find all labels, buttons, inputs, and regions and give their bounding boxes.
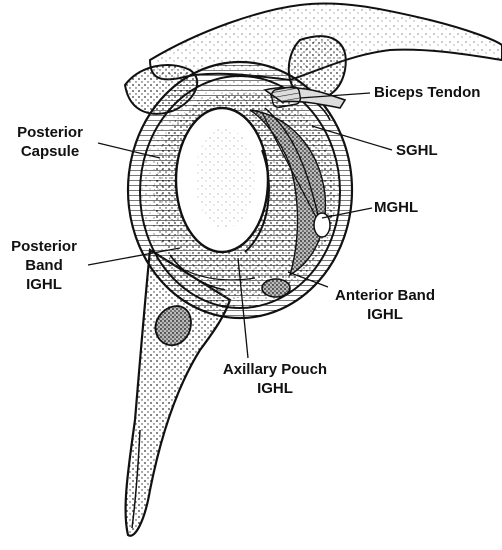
ighl-bands bbox=[169, 212, 331, 298]
label-anterior-band: Anterior Band IGHL bbox=[322, 286, 448, 324]
label-mghl-line1: MGHL bbox=[374, 199, 419, 216]
label-sghl-line1: SGHL bbox=[396, 142, 438, 159]
label-anterior-band-line1: Anterior Band bbox=[334, 287, 435, 304]
label-axillary-pouch-line2: IGHL bbox=[257, 380, 293, 397]
label-posterior-band-line2: Band bbox=[25, 257, 63, 274]
leader-sghl bbox=[311, 125, 393, 151]
label-sghl: SGHL bbox=[396, 141, 438, 160]
glenoid-surface bbox=[174, 106, 270, 254]
scapula-neck bbox=[124, 248, 232, 537]
label-posterior-capsule-line2: Capsule bbox=[20, 143, 80, 160]
label-posterior-band-line1: Posterior bbox=[11, 238, 77, 255]
label-axillary-pouch-line1: Axillary Pouch bbox=[222, 361, 328, 378]
label-posterior-band: Posterior Band IGHL bbox=[2, 237, 86, 294]
leader-mghl bbox=[321, 207, 373, 219]
acromion bbox=[123, 2, 502, 115]
leader-axillary-pouch bbox=[237, 257, 249, 359]
leader-anterior-band bbox=[287, 271, 329, 288]
label-biceps-tendon-line1: Biceps Tendon bbox=[374, 84, 481, 101]
label-mghl: MGHL bbox=[374, 198, 418, 217]
label-biceps-tendon: Biceps Tendon bbox=[374, 83, 480, 102]
label-posterior-capsule: Posterior Capsule bbox=[4, 123, 96, 161]
label-anterior-band-line2: IGHL bbox=[367, 306, 403, 323]
leader-biceps bbox=[299, 92, 371, 99]
label-posterior-band-line3: IGHL bbox=[26, 276, 62, 293]
label-posterior-capsule-line1: Posterior bbox=[17, 124, 83, 141]
leader-lines bbox=[87, 92, 393, 359]
label-axillary-pouch: Axillary Pouch IGHL bbox=[210, 360, 340, 398]
leader-posterior-band bbox=[87, 247, 181, 266]
leader-posterior-capsule bbox=[97, 142, 161, 159]
